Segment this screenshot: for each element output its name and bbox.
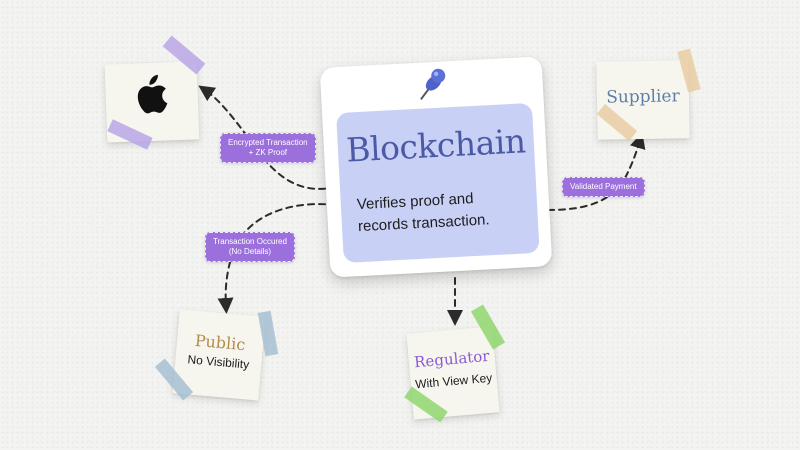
- blockchain-title: Blockchain: [345, 121, 527, 170]
- regulator-subtitle: With View Key: [414, 370, 493, 392]
- label-occured-line-2: (No Details): [228, 247, 272, 256]
- label-occured-line-1: Transaction Occured: [213, 237, 287, 246]
- regulator-title: Regulator: [413, 346, 491, 372]
- apple-logo-icon: [133, 74, 169, 120]
- blockchain-description: Verifies proof and records transaction.: [356, 185, 538, 238]
- label-encrypted-transaction: Encrypted Transaction + ZK Proof: [220, 133, 316, 163]
- label-validated-text: Validated Payment: [570, 182, 637, 191]
- arrow-to-supplier: [547, 132, 646, 211]
- blockchain-panel: Blockchain Verifies proof and records tr…: [336, 102, 540, 263]
- supplier-note: Supplier: [596, 60, 690, 140]
- supplier-title: Supplier: [606, 86, 680, 108]
- blockchain-card: Blockchain Verifies proof and records tr…: [319, 56, 553, 278]
- label-encrypted-line-2: + ZK Proof: [248, 148, 288, 157]
- label-encrypted-line-1: Encrypted Transaction: [228, 138, 308, 147]
- label-transaction-occured: Transaction Occured (No Details): [205, 232, 295, 262]
- label-validated-payment: Validated Payment: [562, 177, 645, 197]
- pushpin-icon: [412, 63, 454, 110]
- apple-note: [104, 61, 200, 143]
